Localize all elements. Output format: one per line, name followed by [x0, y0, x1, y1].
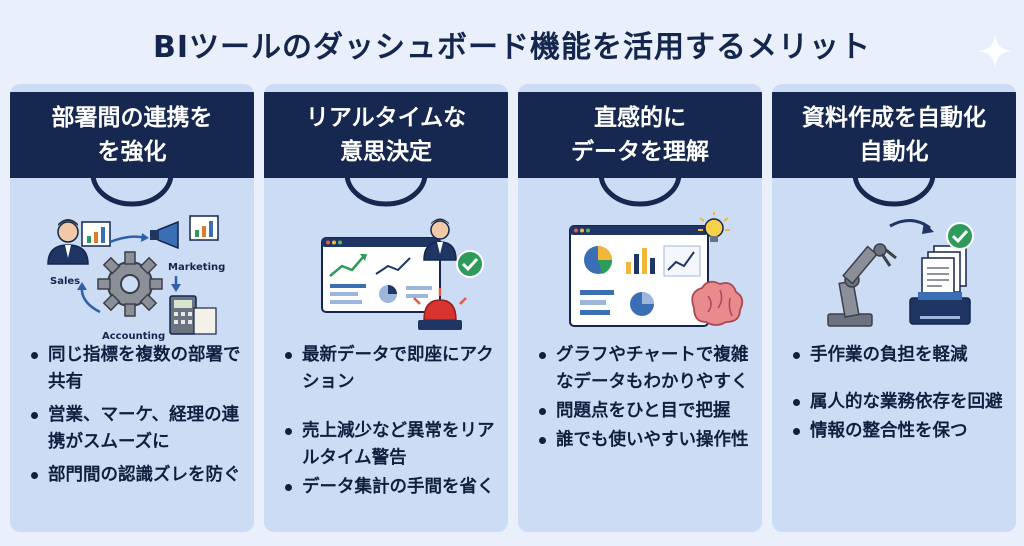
benefit-cards: 部署間の連携を を強化 Sales [10, 84, 1016, 534]
bar-chart-icon [81, 221, 111, 247]
realtime-illustration [321, 218, 484, 330]
printer-icon [909, 292, 971, 325]
gear-icon [97, 251, 163, 317]
brain-icon [691, 280, 744, 326]
person-icon [423, 218, 457, 261]
list-item: 手作業の負担を軽減 [790, 342, 1012, 369]
benefit-list: グラフやチャートで複雑なデータもわかりやすく 問題点をひと目で把握 誰でも使いや… [536, 342, 758, 454]
card-realtime: リアルタイムな 意思決定 [264, 84, 508, 532]
label-accounting: Accounting [102, 331, 165, 342]
list-item: 最新データで即座にアクション [282, 342, 504, 396]
card-automation: 資料作成を自動化 自動化 [772, 84, 1016, 532]
card-heading: 部署間の連携を を強化 [10, 92, 254, 178]
benefit-list: 最新データで即座にアクション 売上減少など異常をリアルタイム警告 データ集計の手… [282, 342, 504, 501]
list-item: 同じ指標を複数の部署で共有 [28, 342, 250, 396]
robot-arm-icon [827, 243, 897, 327]
card-collaboration: 部署間の連携を を強化 Sales [10, 84, 254, 532]
list-item: 誰でも使いやすい操作性 [536, 427, 758, 454]
dashboard-icon [321, 237, 441, 313]
document-stack-icon [921, 245, 967, 299]
list-item: グラフやチャートで複雑なデータもわかりやすく [536, 342, 758, 396]
dashboard-icon [569, 225, 709, 327]
card-heading-line: 自動化 [859, 139, 929, 165]
list-item: データ集計の手間を省く [282, 474, 504, 501]
card-heading: 直感的に データを理解 [518, 92, 762, 178]
list-item: 営業、マーケ、経理の連携がスムーズに [28, 402, 250, 456]
card-arc-decoration [90, 173, 174, 207]
automation-illustration [827, 219, 974, 327]
benefit-list: 同じ指標を複数の部署で共有 営業、マーケ、経理の連携がスムーズに 部門間の認識ズ… [28, 342, 250, 489]
list-item: 属人的な業務依存を回避 [790, 389, 1012, 416]
card-heading-line: 意思決定 [340, 139, 432, 165]
lightbulb-icon [698, 212, 730, 242]
benefit-list: 手作業の負担を軽減 属人的な業務依存を回避 情報の整合性を保つ [790, 342, 1012, 445]
card-heading-line: 資料作成を自動化 [802, 105, 986, 131]
sparkle-icon [978, 34, 1012, 68]
megaphone-icon [150, 220, 179, 250]
person-icon [47, 219, 89, 265]
intuitive-illustration [569, 212, 744, 327]
list-item: 部門間の認識ズレを防ぐ [28, 462, 250, 489]
card-heading: 資料作成を自動化 自動化 [772, 92, 1016, 178]
card-heading-line: を強化 [97, 139, 167, 165]
card-heading-line: データを理解 [571, 139, 709, 165]
label-marketing: Marketing [168, 262, 225, 273]
label-sales: Sales [50, 276, 80, 287]
list-item: 情報の整合性を保つ [790, 418, 1012, 445]
card-arc-decoration [852, 173, 936, 207]
collaboration-illustration: Sales Marketing [47, 215, 225, 342]
card-arc-decoration [598, 173, 682, 207]
card-heading: リアルタイムな 意思決定 [264, 92, 508, 178]
card-intuitive: 直感的に データを理解 [518, 84, 762, 532]
alarm-icon [413, 288, 467, 330]
list-item: 問題点をひと目で把握 [536, 398, 758, 425]
calculator-icon [169, 295, 217, 335]
check-icon [946, 222, 974, 250]
card-heading-line: 直感的に [594, 105, 686, 131]
bar-chart-icon [189, 215, 219, 241]
card-arc-decoration [344, 173, 428, 207]
check-icon [456, 250, 484, 278]
card-heading-line: リアルタイムな [305, 105, 467, 131]
page-title: BIツールのダッシュボード機能を活用するメリット [152, 30, 872, 65]
list-item: 売上減少など異常をリアルタイム警告 [282, 418, 504, 472]
card-heading-line: 部署間の連携を [51, 105, 213, 131]
